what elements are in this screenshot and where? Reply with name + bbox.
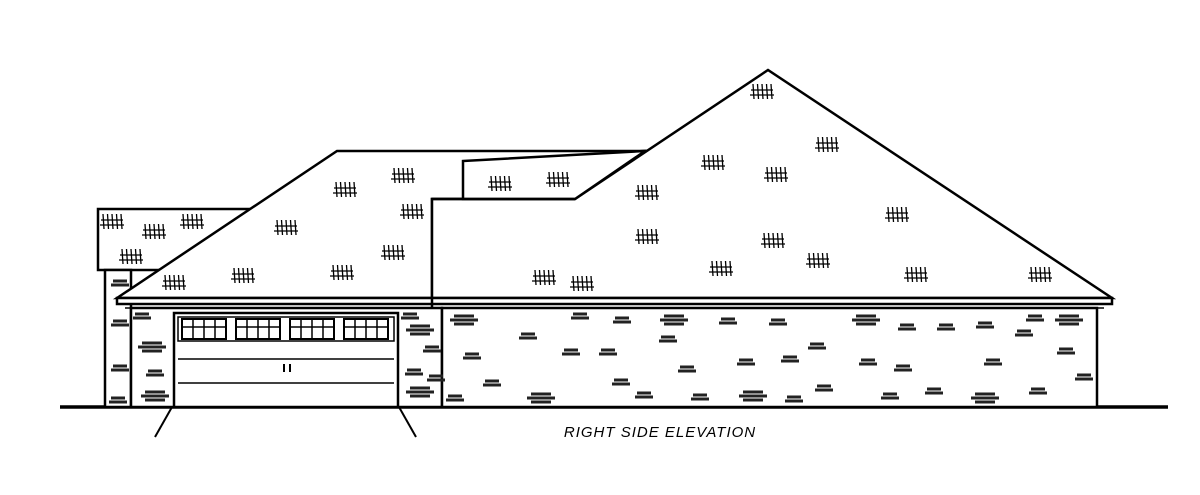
brick-mark [406,386,434,398]
shingle-mark [391,167,415,184]
brick-mark [678,365,696,373]
brick-mark [898,323,916,331]
brick-mark [659,335,677,343]
brick-mark [769,318,787,326]
eave-fascia [115,296,1114,306]
shingle-mark [709,260,733,277]
brick-mark [1015,329,1033,337]
brick-mark [785,395,803,403]
shingle-mark [750,83,774,100]
shingle-mark [231,267,255,284]
garage-window [235,318,281,340]
brick-mark [109,396,127,404]
brick-mark [894,364,912,372]
brick-mark [719,317,737,325]
brick-mark [133,312,151,320]
brick-mark [660,314,688,326]
shingle-mark [333,181,357,198]
shingle-mark [532,269,556,286]
shingle-mark [885,206,909,223]
brick-mark [446,394,464,402]
brick-mark [527,392,555,404]
brick-mark [111,364,129,372]
shingle-mark [381,244,405,261]
brick-texture [109,279,1093,404]
brick-mark [612,378,630,386]
shingle-mark [142,223,166,240]
brick-mark [463,352,481,360]
brick-mark [141,390,169,402]
driveway-line-left [154,406,173,438]
shingle-mark [806,252,830,269]
brick-mark [937,323,955,331]
brick-mark [427,374,445,382]
brick-mark [519,332,537,340]
brick-mark [808,342,826,350]
brick-mark [976,321,994,329]
brick-mark [562,348,580,356]
brick-mark [1075,373,1093,381]
shingle-mark [274,219,298,236]
garage-door-windows [181,318,389,340]
brick-mark [483,379,501,387]
shingle-mark [546,171,570,188]
shingle-mark [100,213,124,230]
brick-mark [1026,314,1044,322]
garage-window [289,318,335,340]
shingle-mark [330,264,354,281]
brick-mark [599,348,617,356]
garage-window [343,318,389,340]
shingle-mark [761,232,785,249]
shingle-mark [635,184,659,201]
roof-shingle-texture [100,83,1052,292]
shingle-mark [1028,266,1052,283]
shingle-mark [701,154,725,171]
brick-mark [691,393,709,401]
brick-mark [613,316,631,324]
brick-mark [984,358,1002,366]
garage-window [181,318,227,340]
shingle-mark [162,274,186,291]
brick-mark [739,390,767,402]
brick-mark [111,279,129,287]
brick-mark [146,369,164,377]
shingle-mark [400,203,424,220]
brick-mark [111,319,129,327]
brick-mark [852,314,880,326]
brick-mark [1057,347,1075,355]
brick-mark [1055,314,1083,326]
shingle-mark [570,275,594,292]
shingle-mark [635,228,659,245]
shingle-mark [904,266,928,283]
brick-mark [971,392,999,404]
brick-mark [450,314,478,326]
brick-mark [1029,387,1047,395]
brick-mark [881,392,899,400]
brick-mark [406,324,434,336]
brick-mark [859,358,877,366]
brick-mark [423,345,441,353]
brick-mark [781,355,799,363]
shingle-mark [815,136,839,153]
brick-mark [635,391,653,399]
brick-mark [925,387,943,395]
brick-mark [401,312,419,320]
brick-mark [138,341,166,353]
shingle-mark [488,175,512,192]
brick-mark [405,368,423,376]
shingle-mark [119,248,143,265]
brick-mark [571,312,589,320]
brick-mark [737,358,755,366]
drawing-caption: RIGHT SIDE ELEVATION [563,424,757,441]
driveway-line-right [398,406,417,438]
brick-mark [815,384,833,392]
shingle-mark [180,213,204,230]
shingle-mark [764,166,788,183]
